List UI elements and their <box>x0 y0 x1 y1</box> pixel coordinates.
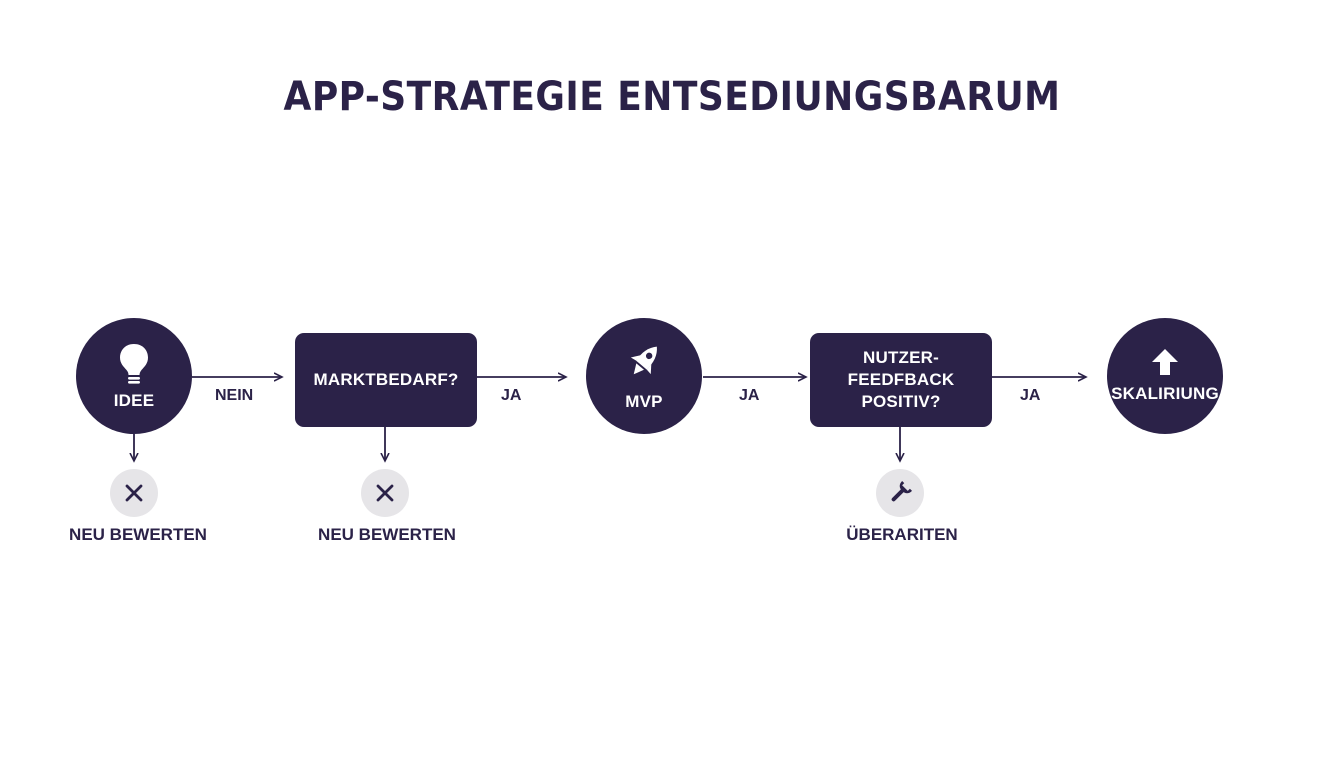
rocket-icon <box>630 346 657 375</box>
node-marktbedarf-label: MARKTBEDARF? <box>313 370 459 389</box>
x-icon <box>125 484 143 502</box>
edge-label-ja-3: JA <box>1020 387 1041 404</box>
node-marktbedarf: MARKTBEDARF? <box>295 333 477 427</box>
outcome-feedback-badge <box>876 469 924 517</box>
lightbulb-icon <box>120 344 148 384</box>
outcome-idee-badge <box>110 469 158 517</box>
node-mvp-label: MVP <box>625 392 663 411</box>
outcome-markt-label: NEU BEWERTEN <box>318 525 456 544</box>
wrench-icon <box>891 480 913 502</box>
node-feedback-label-line1: NUTZER-FEEDFBACK <box>847 348 955 389</box>
node-idee: IDEE <box>76 318 192 434</box>
node-skalierung: SKALIRIUNG <box>1107 318 1223 434</box>
outcome-feedback-label: ÜBERARITEN <box>846 525 958 544</box>
outcome-markt-badge <box>361 469 409 517</box>
node-skalierung-label: SKALIRIUNG <box>1111 384 1219 403</box>
outcome-idee-label: NEU BEWERTEN <box>69 525 207 544</box>
x-icon <box>376 484 394 502</box>
node-feedback-label-line2: POSITIV? <box>861 392 941 411</box>
diagram-title: APP-STRATEGIE ENTSEDIUNGSBARUM <box>283 74 1061 120</box>
node-mvp: MVP <box>586 318 702 434</box>
node-feedback: NUTZER-FEEDFBACK POSITIV? <box>810 333 992 427</box>
edge-label-nein: NEIN <box>215 387 254 404</box>
edge-label-ja-2: JA <box>739 387 760 404</box>
edge-label-ja-1: JA <box>501 387 522 404</box>
node-idee-label: IDEE <box>113 391 155 410</box>
arrow-up-icon <box>1152 349 1178 375</box>
